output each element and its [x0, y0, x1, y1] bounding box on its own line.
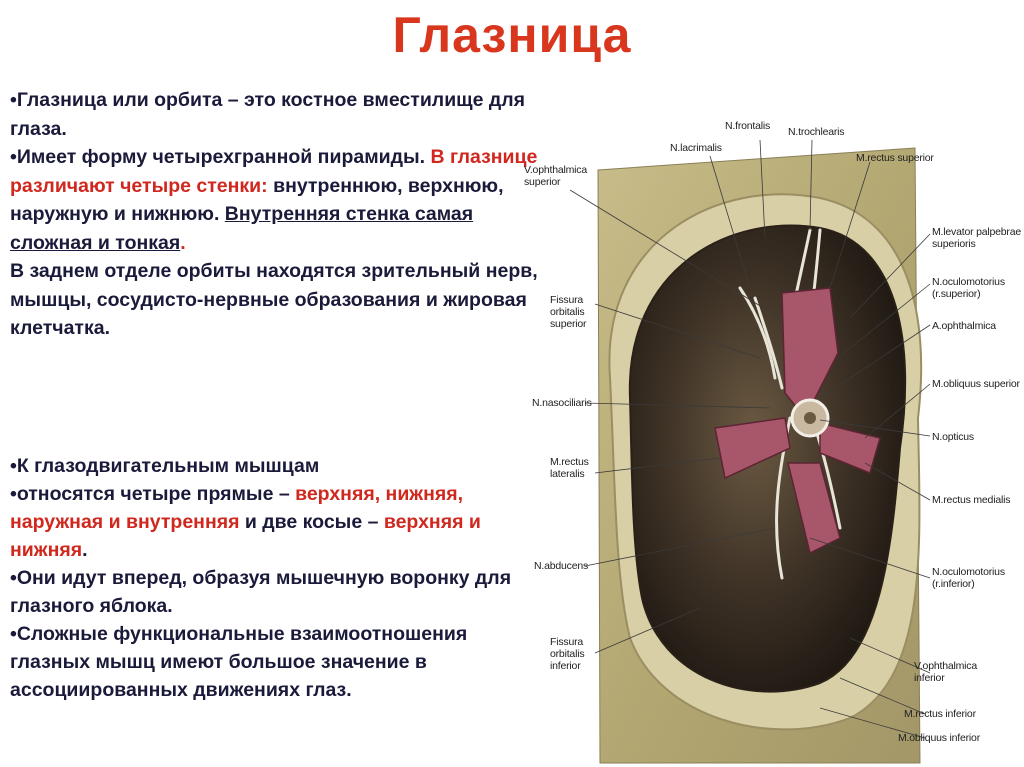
- walls-period: .: [180, 231, 186, 254]
- intro-text-block: •Глазница или орбита – это костное вмест…: [10, 86, 540, 343]
- slide-title: Глазница: [392, 7, 632, 63]
- walls-shape-text: •Имеет форму четырехгранной пирамиды.: [10, 146, 431, 168]
- label-a-ophthalmica: A.ophthalmica: [932, 320, 996, 332]
- walls-highlight-text: В глазнице различают четыре стенки:: [10, 146, 538, 197]
- paragraph-walls: •Имеет форму четырехгранной пирамиды. В …: [10, 143, 540, 257]
- label-n-opticus: N.opticus: [932, 431, 974, 443]
- paragraph-contents: В заднем отделе орбиты находятся зритель…: [10, 260, 538, 339]
- rectus-lateralis-muscle: [714, 417, 791, 480]
- rectus-medialis-muscle: [819, 422, 881, 475]
- label-n-oculomotorius-inferior: N.oculomotorius(r.inferior): [932, 566, 1005, 590]
- paragraph-definition: •Глазница или орбита – это костное вмест…: [10, 89, 526, 140]
- label-n-frontalis: N.frontalis: [725, 120, 771, 132]
- label-n-abducens: N.abducens: [534, 560, 589, 572]
- eye-muscles: [714, 287, 881, 555]
- leader-lines: [569, 139, 931, 739]
- orbit-diagram: N.frontalis N.trochlearis N.lacrimalis M…: [520, 118, 1024, 766]
- muscle-funnel-text: •Они идут вперед, образуя мышечную ворон…: [10, 567, 512, 617]
- label-n-nasociliaris: N.nasociliaris: [532, 397, 592, 409]
- muscles-intro: •К глазодвигательным мышцам: [10, 455, 320, 477]
- label-m-rectus-inferior: M.rectus inferior: [904, 708, 976, 720]
- muscles-period: .: [82, 539, 88, 561]
- oblique-prefix: и две косые –: [239, 511, 384, 533]
- oblique-names: верхняя и нижняя: [10, 511, 481, 561]
- label-n-trochlearis: N.trochlearis: [788, 126, 845, 138]
- rectus-inferior-muscle: [787, 462, 841, 555]
- muscle-function-text: •Сложные функциональные взаимоотношения …: [10, 623, 468, 701]
- label-m-obliquus-superior: M.obliquus superior: [932, 378, 1020, 390]
- label-n-oculomotorius-superior: N.oculomotorius(r.superior): [932, 276, 1005, 300]
- label-n-lacrimalis: N.lacrimalis: [670, 142, 722, 154]
- orbit-illustration: [569, 139, 931, 764]
- rectus-superior-muscle: [781, 287, 839, 420]
- rectus-prefix: •относятся четыре прямые –: [10, 483, 296, 505]
- rectus-names: верхняя, нижняя, наружная и внутренняя: [10, 483, 464, 533]
- walls-list-text: внутреннюю, верхнюю, наружную и нижнюю.: [10, 174, 504, 226]
- label-m-rectus-superior: M.rectus superior: [856, 152, 934, 164]
- muscles-text-block: •К глазодвигательным мышцам •относятся ч…: [10, 452, 540, 704]
- inner-wall-underlined-text: Внутренняя стенка самая сложная и тонкая: [10, 203, 474, 254]
- optic-nerve-center: [804, 412, 816, 424]
- label-m-obliquus-inferior: M.obliquus inferior: [898, 732, 980, 744]
- label-m-rectus-medialis: M.rectus medialis: [932, 494, 1011, 506]
- muscles-list: •относятся четыре прямые – верхняя, нижн…: [10, 480, 540, 564]
